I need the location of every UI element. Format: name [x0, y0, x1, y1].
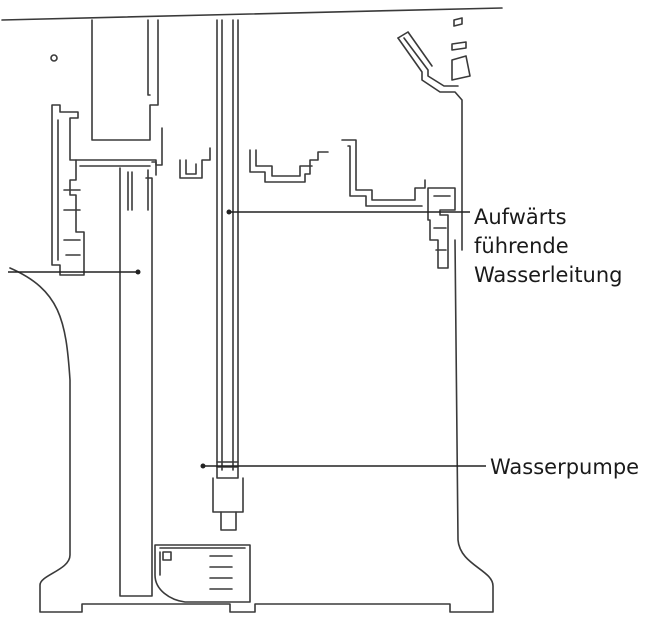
label-rising-line-1: Aufwärts	[474, 205, 567, 229]
mark-2	[451, 41, 467, 51]
pump-connector	[212, 477, 244, 513]
housing-left-wall	[9, 239, 494, 613]
left-pipe	[119, 167, 153, 597]
mark-3	[451, 55, 471, 81]
rising-pipe	[216, 19, 239, 479]
clip-left	[147, 161, 157, 211]
housing-outline	[1, 7, 503, 21]
upper-block	[91, 19, 159, 141]
label-rising-line-2: führende	[474, 234, 569, 258]
left-fitting	[51, 104, 85, 276]
right-fitting	[397, 37, 463, 251]
fitting-center	[249, 149, 329, 183]
fitting-right	[341, 139, 426, 201]
small-hole	[50, 54, 58, 62]
leader-left-dot	[135, 269, 141, 275]
leader-rising-pipe-dot	[226, 209, 232, 215]
label-rising-pipe: Aufwärts führende Wasserleitung	[474, 203, 623, 290]
leader-water-pump-dot	[200, 463, 206, 469]
label-water-pump: Wasserpumpe	[490, 455, 640, 479]
label-rising-line-3: Wasserleitung	[474, 263, 623, 287]
pump-body	[154, 544, 251, 603]
clip-middle	[179, 147, 211, 179]
pump-vents	[209, 555, 233, 590]
mark-1	[453, 17, 463, 27]
